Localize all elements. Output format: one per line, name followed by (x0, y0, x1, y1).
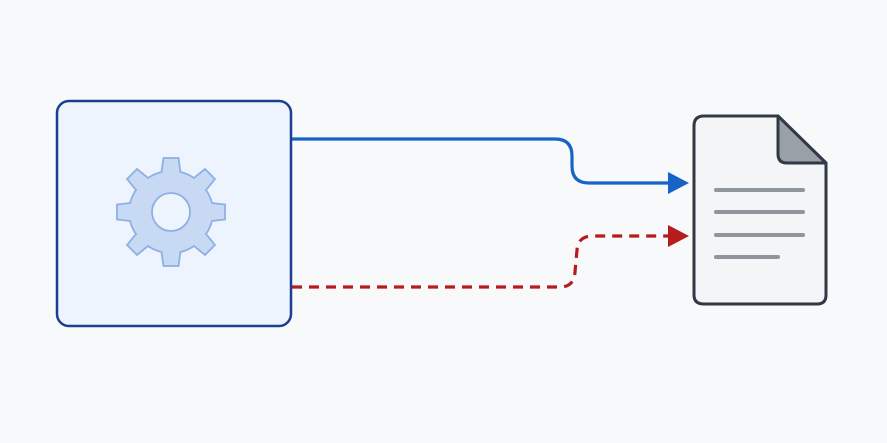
document-text-lines (714, 188, 805, 259)
process-node[interactable] (55, 99, 293, 328)
gear-icon (116, 157, 226, 267)
document-fold (776, 114, 828, 165)
dashed-arrowhead (668, 225, 689, 247)
document-node[interactable] (692, 114, 828, 306)
solid-arrowhead (668, 172, 689, 194)
solid-connector-arrow (289, 137, 675, 185)
dashed-connector-arrow (292, 234, 673, 289)
